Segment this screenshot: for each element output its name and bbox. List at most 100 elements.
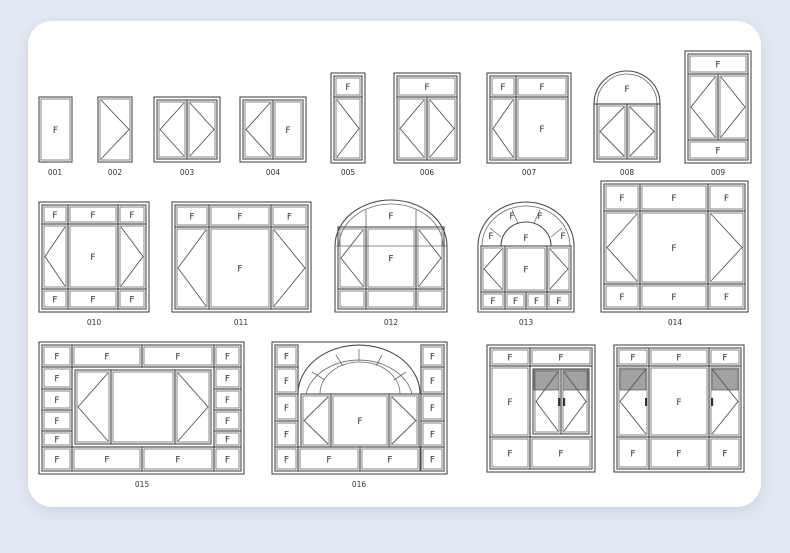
frame-part <box>482 293 504 308</box>
frame-part <box>619 368 647 435</box>
frame-part <box>560 368 590 435</box>
fixed-panel-label: F <box>558 354 563 364</box>
fixed-panel-label: F <box>285 126 290 136</box>
frame-part <box>491 349 529 365</box>
frame-part <box>335 98 361 159</box>
frame-part <box>77 372 109 442</box>
handle <box>563 398 566 406</box>
frame-part <box>159 102 185 157</box>
frame-part <box>710 349 740 365</box>
frame-part <box>687 73 719 141</box>
frame-part <box>41 223 69 290</box>
frame-part <box>215 390 240 409</box>
frame-part <box>390 395 418 446</box>
frame-part <box>596 103 628 160</box>
frame-part <box>605 285 639 308</box>
frame-part <box>117 223 147 290</box>
fixed-panel-label: F <box>513 297 518 307</box>
frame-part <box>174 226 210 310</box>
handle <box>711 398 714 406</box>
frame-part <box>69 225 117 288</box>
frame-part <box>548 247 570 291</box>
frame-part <box>188 101 216 158</box>
fixed-panel-label: F <box>326 456 331 466</box>
fixed-panel-label: F <box>225 353 230 363</box>
frame-part <box>709 185 744 210</box>
window-code-label: 004 <box>266 168 281 177</box>
frame-part <box>517 77 567 96</box>
frame-part <box>422 346 443 366</box>
frame-part <box>276 346 297 366</box>
fixed-panel-label: F <box>676 450 681 460</box>
frame-part <box>605 185 639 210</box>
frame-part <box>120 226 144 287</box>
frame-part <box>546 291 572 310</box>
frame-part <box>391 396 417 445</box>
frame-part <box>548 293 570 308</box>
frame-part <box>174 369 212 445</box>
frame-part <box>613 344 745 473</box>
window-code-label: 011 <box>234 318 249 327</box>
fixed-panel-label: F <box>430 377 435 387</box>
window-code-label: 008 <box>620 168 635 177</box>
frame-part <box>43 206 67 223</box>
frame-part <box>491 367 529 436</box>
fixed-panel-label: F <box>424 83 429 93</box>
frame-part <box>709 285 744 308</box>
fixed-panel-label: F <box>387 456 392 466</box>
frame-part <box>422 422 443 446</box>
frame-part <box>489 96 517 161</box>
frame-part <box>527 293 546 308</box>
fixed-panel-label: F <box>500 83 505 93</box>
frame-part <box>177 372 209 442</box>
frame-part <box>40 98 71 161</box>
frame-part <box>273 229 306 307</box>
fixed-panel-label: F <box>284 456 289 466</box>
fixed-panel-label: F <box>284 377 289 387</box>
frame-part <box>244 101 272 158</box>
frame-part <box>477 201 575 313</box>
window-code-label: 010 <box>87 318 102 327</box>
frame-part <box>97 96 133 163</box>
insect-screen <box>619 368 647 391</box>
frame-part <box>707 283 746 310</box>
window-code-label: 007 <box>522 168 537 177</box>
fixed-panel-label: F <box>225 375 230 385</box>
frame-part <box>270 226 309 310</box>
fixed-panel-label: F <box>54 456 59 466</box>
fixed-panel-label: F <box>539 125 544 135</box>
window-code-label: 005 <box>341 168 356 177</box>
frame-part <box>43 411 71 430</box>
frame-part <box>339 290 365 308</box>
fixed-panel-label: F <box>225 456 230 466</box>
window-code-label: 012 <box>384 318 399 327</box>
window-code-label: 002 <box>108 168 123 177</box>
frame-part <box>300 393 332 448</box>
frame-part <box>422 395 443 420</box>
fixed-panel-label: F <box>724 194 729 204</box>
frame-part <box>73 448 141 470</box>
frame-part <box>428 98 456 159</box>
frame-part <box>711 368 739 435</box>
frame-part <box>420 446 445 472</box>
frame-part <box>215 432 240 446</box>
fixed-panel-label: F <box>507 354 512 364</box>
frame-part <box>483 248 503 290</box>
fixed-panel-label: F <box>104 353 109 363</box>
frame-part <box>319 361 401 395</box>
frame-part <box>687 139 749 161</box>
frame-part <box>215 346 240 366</box>
frame-part <box>531 438 591 468</box>
frame-part <box>417 228 443 288</box>
fixed-panel-label: F <box>537 212 542 222</box>
frame-part <box>365 288 417 310</box>
frame-part <box>650 349 708 365</box>
frame-part <box>158 101 186 158</box>
frame-part <box>171 201 312 313</box>
frame-part <box>359 446 421 472</box>
